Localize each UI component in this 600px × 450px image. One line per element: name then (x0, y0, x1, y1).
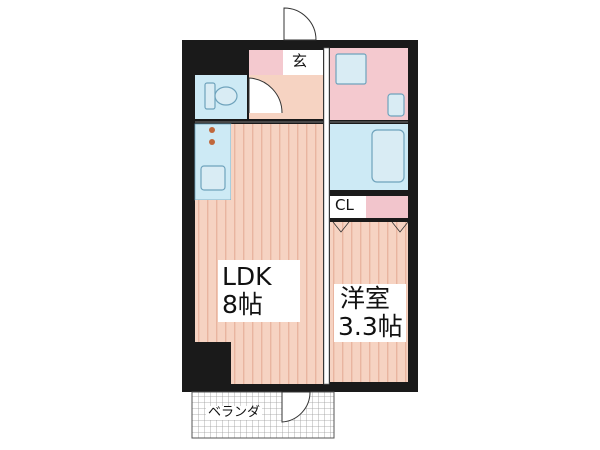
washing-machine-icon (335, 53, 367, 85)
entrance-label: 玄 (292, 52, 308, 70)
ldk-name: LDK (222, 262, 272, 291)
entrance-label-box (283, 50, 323, 75)
ldk-size: 8帖 (222, 290, 263, 319)
western-label-bg (334, 284, 406, 342)
ldk-label-bg (218, 260, 300, 322)
western-name: 洋室 (340, 284, 391, 313)
entrance-door (283, 7, 317, 41)
partition-wall (323, 47, 330, 385)
balcony-door (281, 391, 311, 423)
sink-icon (200, 165, 226, 191)
closet-label-box (330, 196, 366, 218)
stove-icon (209, 127, 215, 145)
closet-door-marks (332, 221, 409, 233)
bathtub-icon (371, 129, 405, 183)
wash-basin-icon (387, 93, 405, 117)
toilet-door (248, 77, 283, 114)
ldk-floor-bottom (231, 350, 323, 384)
western-size: 3.3帖 (338, 312, 403, 341)
closet-label: CL (335, 196, 354, 214)
ldk-floor (231, 124, 323, 382)
column (195, 342, 231, 384)
toilet-icon (204, 82, 238, 110)
balcony-label: ベランダ (206, 405, 263, 420)
